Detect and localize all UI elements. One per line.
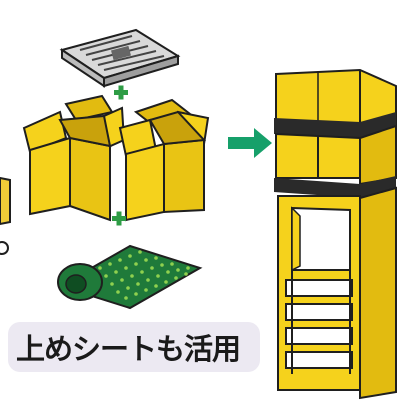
caption-banner: 上めシートも活用 [8, 322, 260, 372]
plus-icon [114, 85, 128, 100]
arrow-right-icon [228, 128, 272, 158]
plus-icon [112, 211, 126, 226]
cardboard-box-icon [22, 94, 126, 222]
rolled-mat-icon [57, 244, 203, 310]
cardboard-box-icon [118, 98, 210, 222]
caption-text: 上めシートも活用 [16, 332, 241, 366]
wrapped-shelf-icon [274, 68, 397, 400]
newspaper-icon [59, 28, 181, 88]
left-edge-fragment [0, 176, 11, 255]
